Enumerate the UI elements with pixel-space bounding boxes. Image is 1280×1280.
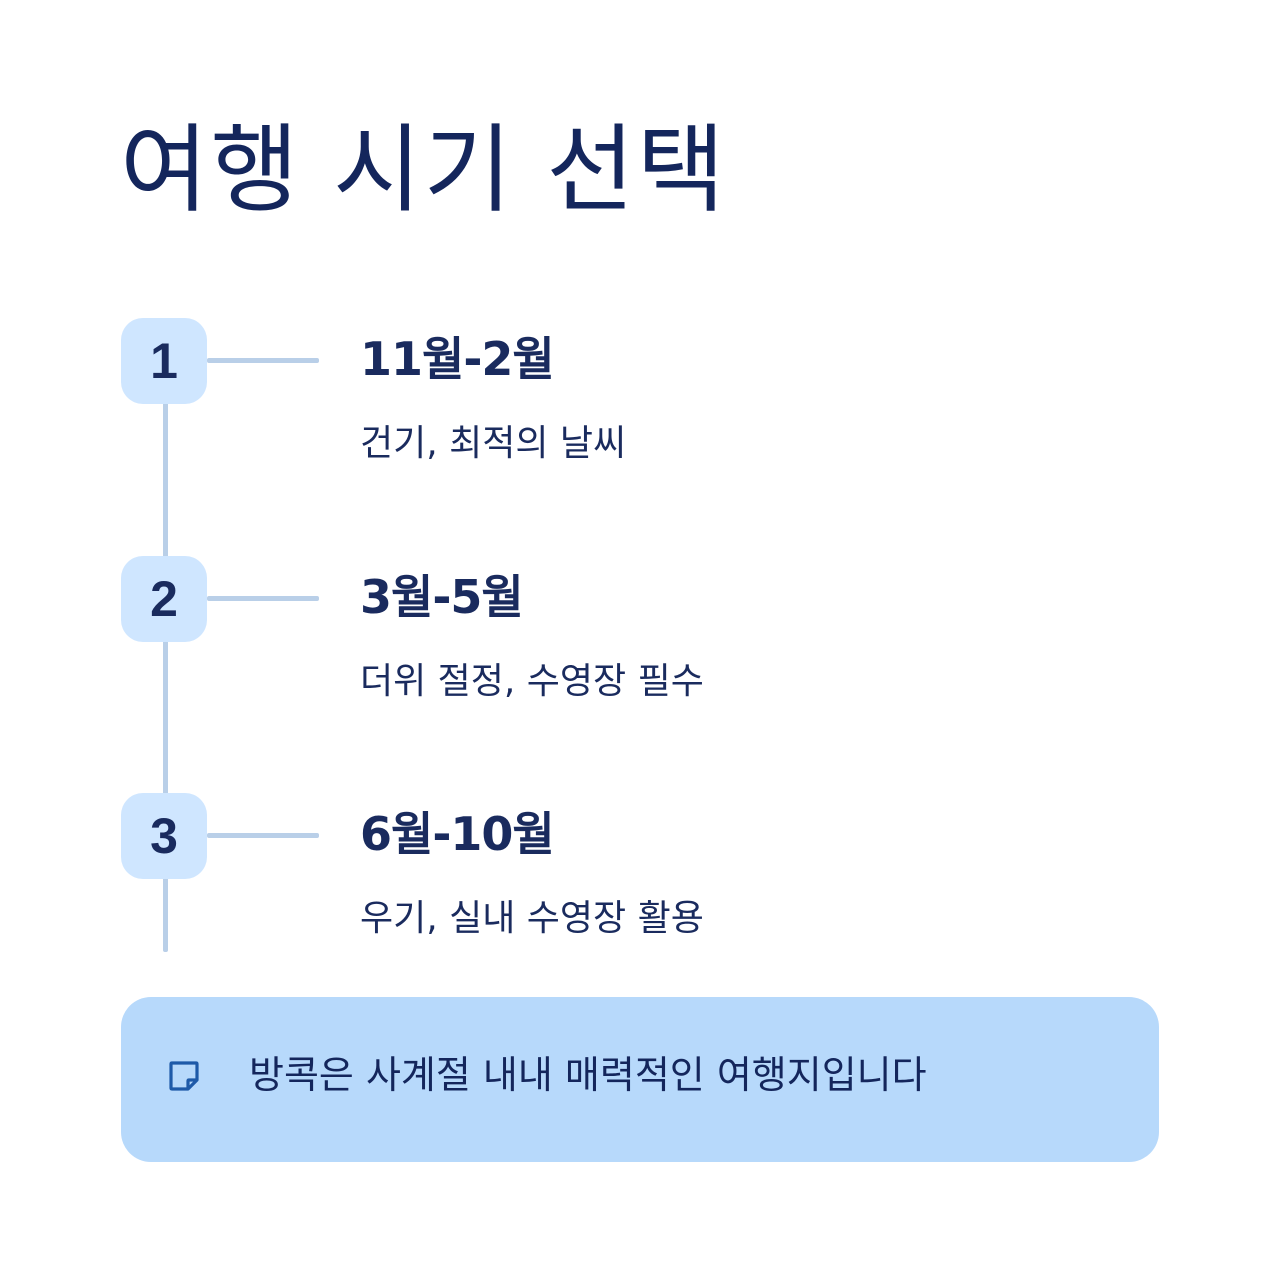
step-number-badge: 3 [121,793,207,879]
step-description: 우기, 실내 수영장 활용 [360,898,704,939]
step-description: 더위 절정, 수영장 필수 [360,661,704,702]
page-title: 여행 시기 선택 [120,114,727,226]
timeline-step-1: 1 11월-2월 건기, 최적의 날씨 [0,318,1280,498]
step-description: 건기, 최적의 날씨 [360,423,627,464]
timeline-step-2: 2 3월-5월 더위 절정, 수영장 필수 [0,556,1280,736]
step-connector-line [207,833,319,838]
note-text: 방콕은 사계절 내내 매력적인 여행지입니다 [249,1053,927,1097]
step-period-heading: 3월-5월 [360,570,524,624]
step-number-badge: 2 [121,556,207,642]
sticky-note-icon [169,1061,199,1091]
timeline-vertical-line [163,400,168,952]
step-period-heading: 6월-10월 [360,807,555,861]
step-period-heading: 11월-2월 [360,332,555,386]
step-connector-line [207,596,319,601]
step-number-badge: 1 [121,318,207,404]
info-note-box: 방콕은 사계절 내내 매력적인 여행지입니다 [121,997,1159,1162]
step-connector-line [207,358,319,363]
timeline-step-3: 3 6월-10월 우기, 실내 수영장 활용 [0,793,1280,973]
